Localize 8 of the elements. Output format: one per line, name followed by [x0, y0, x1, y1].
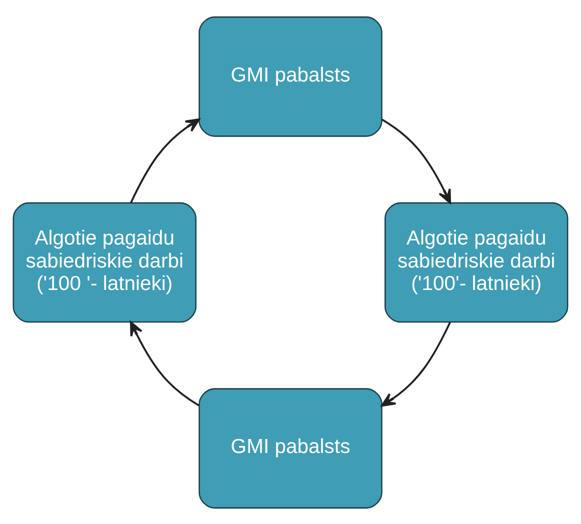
node-box: Algotie pagaidu sabiedriskie darbi ('100 '- latnieki) [12, 202, 196, 322]
arrow [381, 321, 451, 406]
node-box: GMI pabalsts [198, 16, 382, 136]
arrow [381, 118, 452, 204]
arrow [130, 320, 200, 406]
node-box: GMI pabalsts [198, 388, 382, 508]
node-box: Algotie pagaidu sabiedriskie darbi ('100'- latnieki) [384, 202, 568, 322]
arrow [130, 118, 200, 203]
